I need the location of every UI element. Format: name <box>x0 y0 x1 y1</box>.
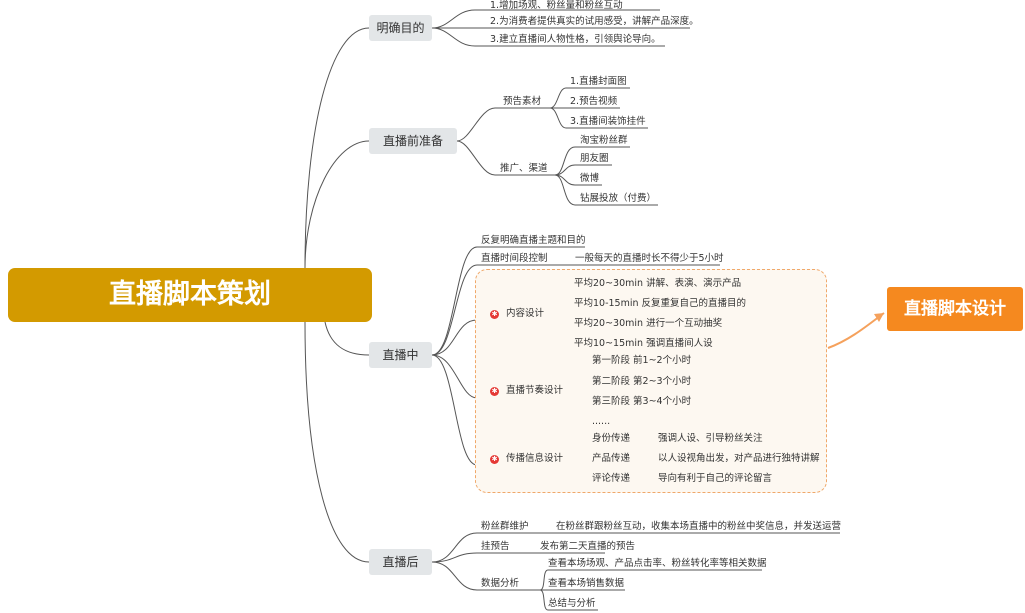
goal-item-1: 1.增加场观、粉丝量和粉丝互动 <box>490 0 623 11</box>
live-info-key: 评论传递 <box>592 473 631 484</box>
star-icon: ✱ <box>490 387 499 396</box>
live-rhythm-label: 直播节奏设计 <box>506 385 564 396</box>
after-preview-label: 挂预告 <box>481 541 510 552</box>
after-data-item: 查看本场场观、产品点击率、粉丝转化率等相关数据 <box>548 558 767 569</box>
live-content-item: 平均10-15min 反复重复自己的直播目的 <box>574 298 747 309</box>
side-node-script-design: 直播脚本设计 <box>887 287 1023 331</box>
goal-item-3: 3.建立直播间人物性格，引领舆论导向。 <box>490 34 661 45</box>
root-node: 直播脚本策划 <box>8 268 372 322</box>
live-design-frame <box>475 269 827 493</box>
live-content-item: 平均10~15min 强调直播间人设 <box>574 338 713 349</box>
live-info-value: 导向有利于自己的评论留言 <box>658 473 773 484</box>
live-content-item: 平均20~30min 进行一个互动抽奖 <box>574 318 723 329</box>
prep-promo-item: 微博 <box>580 173 600 184</box>
live-rhythm-item: 第二阶段 第2~3个小时 <box>592 376 692 387</box>
prep-material-item: 1.直播封面图 <box>570 76 627 87</box>
star-icon: ✱ <box>490 310 499 319</box>
prep-material-item: 2.预告视频 <box>570 96 618 107</box>
live-content-label: 内容设计 <box>506 308 545 319</box>
branch-live: 直播中 <box>369 342 432 368</box>
live-info-value: 强调人设、引导粉丝关注 <box>658 433 763 444</box>
prep-material-label: 预告素材 <box>503 96 542 107</box>
live-time-value: 一般每天的直播时长不得少于5小时 <box>575 253 724 264</box>
after-data-item: 查看本场销售数据 <box>548 578 625 589</box>
live-time-label: 直播时间段控制 <box>481 253 548 264</box>
branch-prep: 直播前准备 <box>369 128 457 154</box>
live-info-key: 产品传递 <box>592 453 631 464</box>
after-fans-label: 粉丝群维护 <box>481 521 529 532</box>
live-rhythm-item: 第一阶段 前1~2个小时 <box>592 355 692 366</box>
branch-after: 直播后 <box>369 549 432 575</box>
goal-item-2: 2.为消费者提供真实的试用感受，讲解产品深度。 <box>490 16 699 27</box>
live-topic: 反复明确直播主题和目的 <box>481 235 586 246</box>
live-content-item: 平均20~30min 讲解、表演、演示产品 <box>574 278 742 289</box>
after-preview-value: 发布第二天直播的预告 <box>540 541 636 552</box>
live-rhythm-item: ...... <box>592 416 611 427</box>
after-fans-value: 在粉丝群跟粉丝互动，收集本场直播中的粉丝中奖信息，并发送运营 <box>556 521 842 532</box>
prep-material-item: 3.直播间装饰挂件 <box>570 116 646 127</box>
live-info-label: 传播信息设计 <box>506 453 564 464</box>
live-rhythm-item: 第三阶段 第3~4个小时 <box>592 396 692 407</box>
after-data-label: 数据分析 <box>481 578 520 589</box>
prep-promo-item: 淘宝粉丝群 <box>580 135 628 146</box>
prep-promo-item: 朋友圈 <box>580 153 609 164</box>
star-icon: ✱ <box>490 455 499 464</box>
branch-goal: 明确目的 <box>369 15 432 41</box>
after-data-item: 总结与分析 <box>548 598 596 609</box>
live-info-key: 身份传递 <box>592 433 631 444</box>
live-info-value: 以人设视角出发，对产品进行独特讲解 <box>658 453 820 464</box>
prep-promo-label: 推广、渠道 <box>500 163 548 174</box>
prep-promo-item: 钻展投放（付费） <box>580 193 657 204</box>
